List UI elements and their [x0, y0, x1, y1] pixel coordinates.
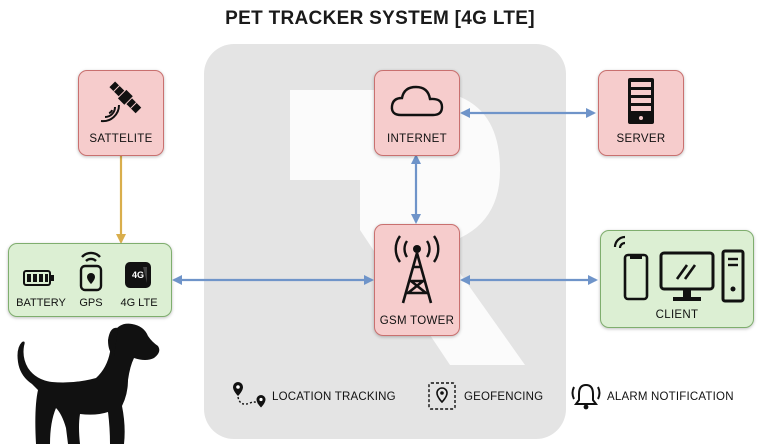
- alarm-icon: [571, 383, 601, 410]
- diagram-title: PET TRACKER SYSTEM [4G LTE]: [225, 8, 535, 29]
- monitor-icon: [659, 251, 715, 301]
- geofence-icon: [428, 382, 456, 410]
- internet-node: INTERNET: [374, 70, 460, 156]
- tracker-device-node: 4G BATTERY GPS 4G LTE: [8, 243, 172, 317]
- pc-tower-icon: [721, 249, 745, 303]
- location-route-icon: [233, 382, 266, 408]
- gsm-tower-label: GSM TOWER: [379, 315, 455, 327]
- phone-icon: [613, 235, 649, 301]
- internet-label: INTERNET: [387, 133, 447, 145]
- gsm-tower-node: GSM TOWER: [374, 224, 460, 336]
- legend-geofencing-label: GEOFENCING: [464, 391, 544, 403]
- tower-icon: [394, 235, 440, 304]
- server-node: SERVER: [598, 70, 684, 156]
- server-label: SERVER: [616, 133, 666, 145]
- client-label: CLIENT: [655, 309, 699, 321]
- legend-location-label: LOCATION TRACKING: [272, 391, 396, 403]
- battery-label: BATTERY: [16, 297, 66, 309]
- lte-badge-label: 4G: [131, 270, 144, 280]
- client-node: CLIENT: [600, 230, 754, 328]
- gps-label: GPS: [79, 297, 103, 309]
- gps-tracker-icon: [79, 251, 103, 292]
- lte-label: 4G LTE: [120, 297, 158, 309]
- lte-icon: [125, 262, 151, 288]
- cloud-icon: [390, 85, 444, 117]
- battery-icon: [23, 270, 54, 286]
- satellite-node: SATTELITE: [78, 70, 164, 156]
- legend-alarm-label: ALARM NOTIFICATION: [607, 391, 734, 403]
- dog-icon: [17, 323, 160, 444]
- satellite-label: SATTELITE: [89, 133, 153, 145]
- satellite-icon: [100, 81, 142, 123]
- server-icon: [628, 78, 654, 124]
